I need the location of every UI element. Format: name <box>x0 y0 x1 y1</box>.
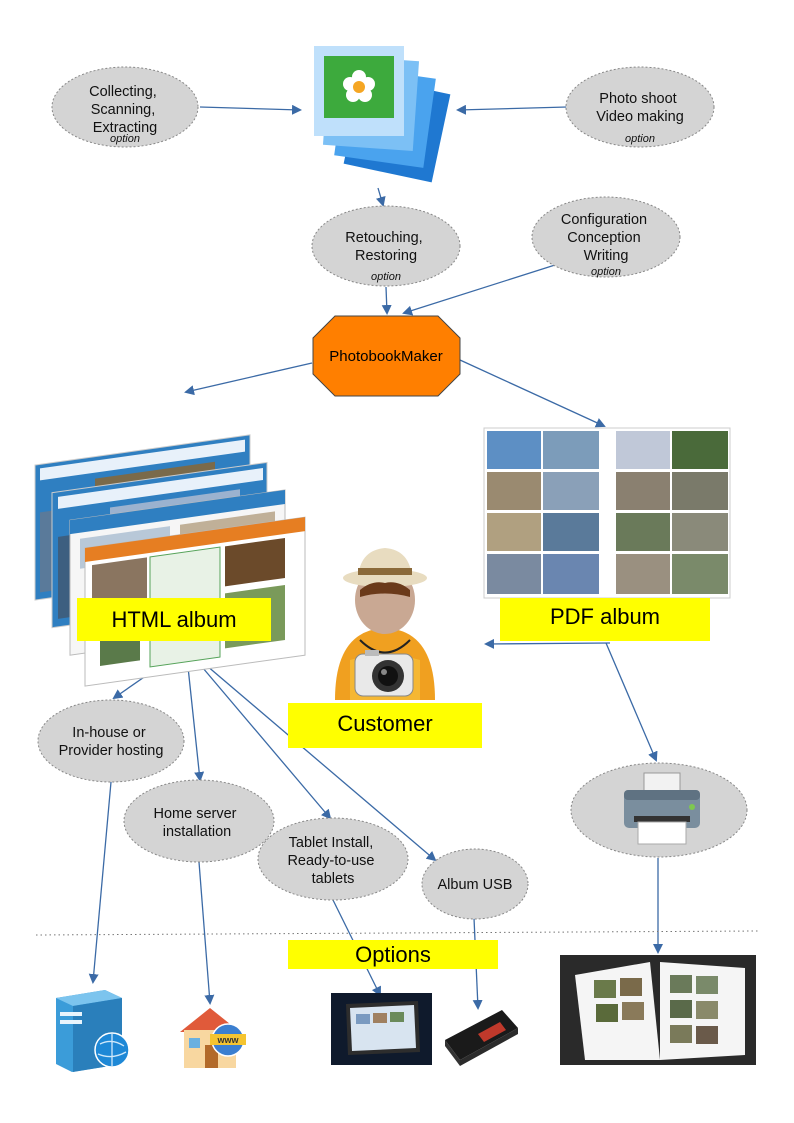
retouching-line-1: Retouching, <box>345 230 422 246</box>
arrow-maker-html <box>184 362 313 396</box>
arrow-html-tablet <box>185 647 332 820</box>
tourist-camera-icon <box>335 548 435 700</box>
collecting-line-3: Extracting <box>93 120 157 136</box>
tablet-line-3: tablets <box>312 871 355 887</box>
photoshoot-line-1: Photo shoot <box>599 91 676 107</box>
retouching-option: option <box>371 271 401 283</box>
collecting-option: option <box>110 133 140 145</box>
printed-photobook-icon <box>560 955 756 1065</box>
arrow-collecting-photos <box>199 104 302 115</box>
customer-text: Customer <box>337 711 432 736</box>
svg-text:Retouching, Restoring: Retouching, Restoring <box>345 230 426 264</box>
arrow-homeserver-home <box>198 861 215 1005</box>
arrow-pdf-printer <box>605 642 658 762</box>
options-separator <box>35 930 759 936</box>
home-www-icon: www <box>180 1008 246 1068</box>
arrow-retouching-maker <box>381 286 392 315</box>
configuration-line-1: Configuration <box>561 212 647 228</box>
svg-text:www: www <box>216 1035 239 1045</box>
arrow-config-maker <box>402 264 556 316</box>
homeserver-line-2: installation <box>163 824 232 840</box>
configuration-line-3: Writing <box>584 248 629 264</box>
usb-node: Album USB <box>421 848 529 920</box>
photoshoot-node: Photo shoot Video making option <box>565 66 715 148</box>
svg-text:Configuration Conception: Configuration Conception Writing <box>561 212 651 264</box>
html-album-screens <box>34 434 306 687</box>
photobookmaker-node: PhotobookMaker <box>312 315 461 397</box>
svg-text:Photo shoot Video making: Photo shoot Video making <box>596 91 684 125</box>
options-text: Options <box>355 942 431 967</box>
html-album-label: HTML album <box>77 598 271 641</box>
arrow-photos-retouching <box>375 187 386 207</box>
pdf-album-label: PDF album <box>500 598 710 641</box>
tablet-node: Tablet Install, Ready-to-use tablets <box>257 817 409 901</box>
arrow-html-usb <box>185 647 437 862</box>
printer-node <box>570 762 748 858</box>
collecting-line-1: Collecting, <box>89 84 157 100</box>
arrow-inhouse-server <box>88 781 112 984</box>
photobookmaker-label: PhotobookMaker <box>329 348 442 365</box>
homeserver-node: Home server installation <box>123 779 275 863</box>
options-label: Options <box>288 940 498 969</box>
svg-text:Collecting, Scanning,: Collecting, Scanning, Extracting <box>89 84 161 136</box>
inhouse-line-1: In-house or <box>72 725 146 741</box>
configuration-node: Configuration Conception Writing option <box>531 196 681 278</box>
inhouse-line-2: Provider hosting <box>59 743 164 759</box>
photo-stack-icon <box>314 46 451 183</box>
photoshoot-option: option <box>625 133 655 145</box>
arrow-pdf-customer <box>484 638 611 649</box>
arrow-maker-pdf <box>459 359 606 428</box>
collecting-line-2: Scanning, <box>91 102 156 118</box>
usb-line-1: Album USB <box>438 877 513 893</box>
pdf-left-page <box>487 431 599 594</box>
collecting-node: Collecting, Scanning, Extracting option <box>51 66 199 148</box>
html-album-text: HTML album <box>111 607 236 632</box>
tablet-line-1: Tablet Install, <box>289 835 374 851</box>
tablet-device-icon <box>331 993 432 1065</box>
svg-text:Home server installation: Home server installation <box>153 806 240 840</box>
pdf-album-text: PDF album <box>550 604 660 629</box>
homeserver-line-1: Home server <box>153 806 236 822</box>
retouching-line-2: Restoring <box>355 248 417 264</box>
server-icon <box>56 990 130 1072</box>
retouching-node: Retouching, Restoring option <box>311 205 461 287</box>
inhouse-node: In-house or Provider hosting <box>37 699 185 783</box>
photoshoot-line-2: Video making <box>596 109 684 125</box>
usb-stick-icon <box>445 1010 518 1066</box>
printer-icon <box>624 772 700 845</box>
configuration-option: option <box>591 266 621 278</box>
pdf-right-page <box>616 431 728 594</box>
tablet-line-2: Ready-to-use <box>287 853 374 869</box>
pdf-album-pages <box>483 427 731 599</box>
svg-text:In-house or Provider hos: In-house or Provider hosting <box>59 725 164 759</box>
arrow-photoshoot-photos <box>456 104 568 115</box>
customer-label: Customer <box>288 703 482 748</box>
svg-text:Tablet Install, Ready-to: Tablet Install, Ready-to-use tablets <box>287 835 378 887</box>
configuration-line-2: Conception <box>567 230 640 246</box>
